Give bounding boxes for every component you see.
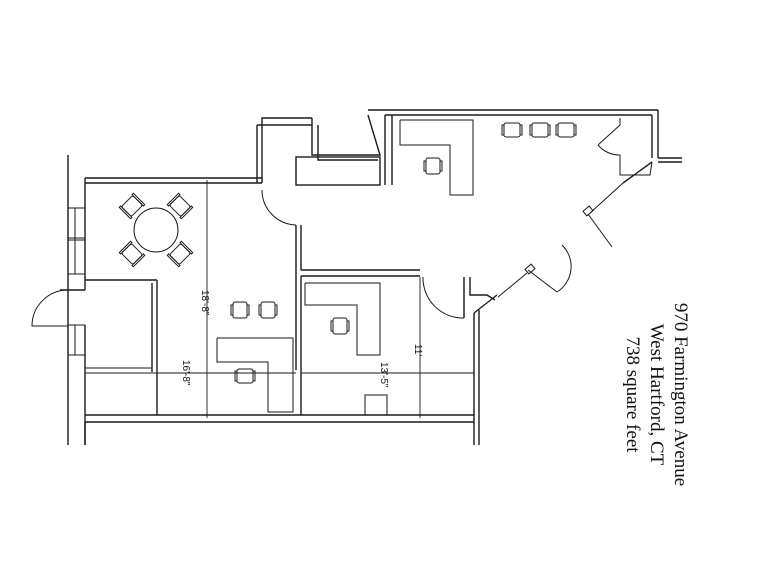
dimension-labels: 18'-8" 16'-8" 13'-5" 11' xyxy=(180,290,423,388)
dimension-lines xyxy=(85,180,474,418)
entry-door xyxy=(31,289,85,327)
left-exterior-wall xyxy=(67,155,86,445)
top-wall-left xyxy=(85,114,381,186)
bottom-wall xyxy=(84,414,474,445)
reception-partition xyxy=(85,279,158,415)
conference-table xyxy=(118,192,194,268)
top-wall-right xyxy=(368,109,682,185)
middle-room-furniture xyxy=(216,301,294,413)
angled-wall xyxy=(469,161,653,445)
reception-furniture xyxy=(399,119,577,196)
dim-office-height: 11' xyxy=(412,344,423,356)
dim-office-width: 13'-5" xyxy=(378,362,389,388)
caption-area: 738 square feet xyxy=(622,336,643,453)
closet-door xyxy=(597,118,653,176)
caption-city: West Hartford, CT xyxy=(646,323,667,466)
caption-text: 970 Farmington Avenue West Hartford, CT … xyxy=(620,292,692,497)
dim-left-room-width: 16'-8" xyxy=(180,360,191,386)
middle-wall xyxy=(261,189,465,415)
dim-left-room-height: 18'-8" xyxy=(199,290,210,316)
caption-block: 970 Farmington Avenue West Hartford, CT … xyxy=(592,292,712,492)
caption-address: 970 Farmington Avenue xyxy=(670,302,691,487)
office-furniture xyxy=(304,282,388,415)
